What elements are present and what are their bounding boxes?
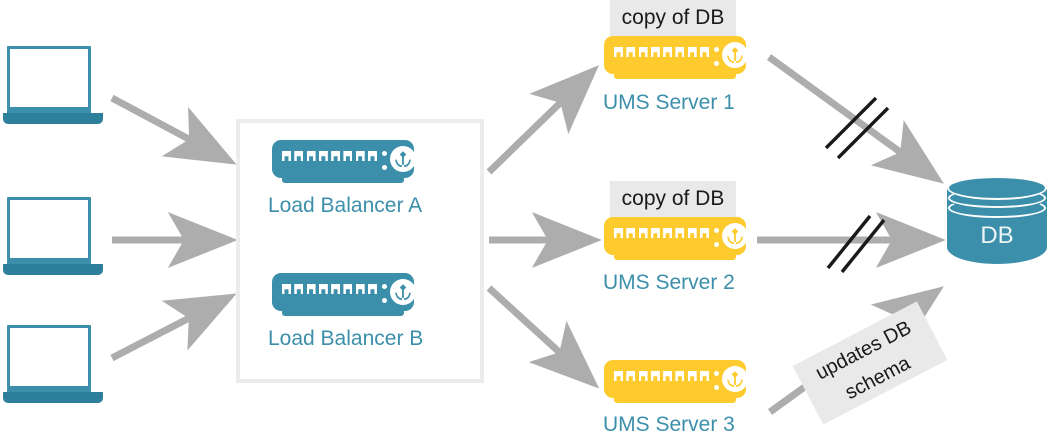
- laptop-base: [3, 264, 103, 275]
- break-marks: [824, 96, 890, 274]
- device-ports: [614, 47, 709, 57]
- device-status-leds: [714, 47, 719, 68]
- device-body: [272, 273, 416, 311]
- database-node[interactable]: DB: [947, 176, 1047, 276]
- break-mark-ums2-a: [826, 214, 872, 270]
- edge-lb-to-ums1: [486, 65, 600, 175]
- device-ports: [614, 228, 709, 238]
- device-foot: [282, 174, 404, 183]
- client-laptop-3[interactable]: [3, 325, 103, 403]
- callout-copy-of-db-2: copy of DB: [610, 181, 736, 217]
- device-ports: [282, 151, 377, 161]
- device-status-leds: [714, 228, 719, 249]
- device-foot: [614, 70, 736, 79]
- client-laptop-1[interactable]: [3, 46, 103, 124]
- network-node-icon: [722, 223, 748, 249]
- db-label: DB: [980, 222, 1014, 249]
- laptop-base: [3, 113, 103, 124]
- load-balancer-b-icon[interactable]: [272, 273, 416, 319]
- device-body: [272, 140, 416, 178]
- device-foot: [614, 251, 736, 260]
- db-cylinder-top: [947, 176, 1047, 200]
- load-balancer-b-label: Load Balancer B: [268, 327, 424, 350]
- laptop-hinge: [7, 389, 91, 393]
- callout-copy-of-db-1: copy of DB: [610, 0, 736, 36]
- db-cylinder-ring-2: [948, 198, 1046, 218]
- device-status-leds: [714, 371, 719, 392]
- laptop-hinge: [7, 110, 91, 114]
- device-body: [604, 360, 748, 398]
- laptop-screen: [7, 325, 91, 389]
- device-foot: [282, 307, 404, 316]
- network-node-icon: [390, 279, 416, 305]
- laptop-hinge: [7, 261, 91, 265]
- device-ports: [614, 371, 709, 381]
- network-node-icon: [722, 366, 748, 392]
- break-mark-ums1-b: [836, 106, 890, 160]
- ums-server-3-icon[interactable]: [604, 360, 748, 406]
- ums-server-1-label: UMS Server 1: [603, 91, 735, 114]
- edge-ums1-to-db: [766, 54, 944, 184]
- ums-server-2-label: UMS Server 2: [603, 271, 735, 294]
- network-node-icon: [722, 42, 748, 68]
- load-balancer-group-frame: [236, 119, 484, 383]
- load-balancer-a-label: Load Balancer A: [268, 194, 423, 217]
- break-mark-ums1-a: [824, 96, 878, 150]
- db-cylinder-ring-1: [948, 188, 1046, 208]
- edge-client1-to-lb: [110, 94, 237, 165]
- device-body: [604, 36, 748, 74]
- client-laptop-2[interactable]: [3, 197, 103, 275]
- edge-lb-to-ums3: [486, 285, 600, 389]
- load-balancer-a-icon[interactable]: [272, 140, 416, 186]
- ums-server-1-icon[interactable]: [604, 36, 748, 82]
- laptop-base: [3, 392, 103, 403]
- ums-server-3-label: UMS Server 3: [603, 413, 735, 436]
- device-status-leds: [382, 284, 387, 305]
- device-status-leds: [382, 151, 387, 172]
- edge-client3-to-lb: [110, 293, 237, 362]
- laptop-screen: [7, 197, 91, 261]
- device-body: [604, 217, 748, 255]
- device-ports: [282, 284, 377, 294]
- device-foot: [614, 394, 736, 403]
- break-mark-ums2-b: [840, 218, 886, 274]
- laptop-screen: [7, 46, 91, 110]
- ums-server-2-icon[interactable]: [604, 217, 748, 263]
- network-node-icon: [390, 146, 416, 172]
